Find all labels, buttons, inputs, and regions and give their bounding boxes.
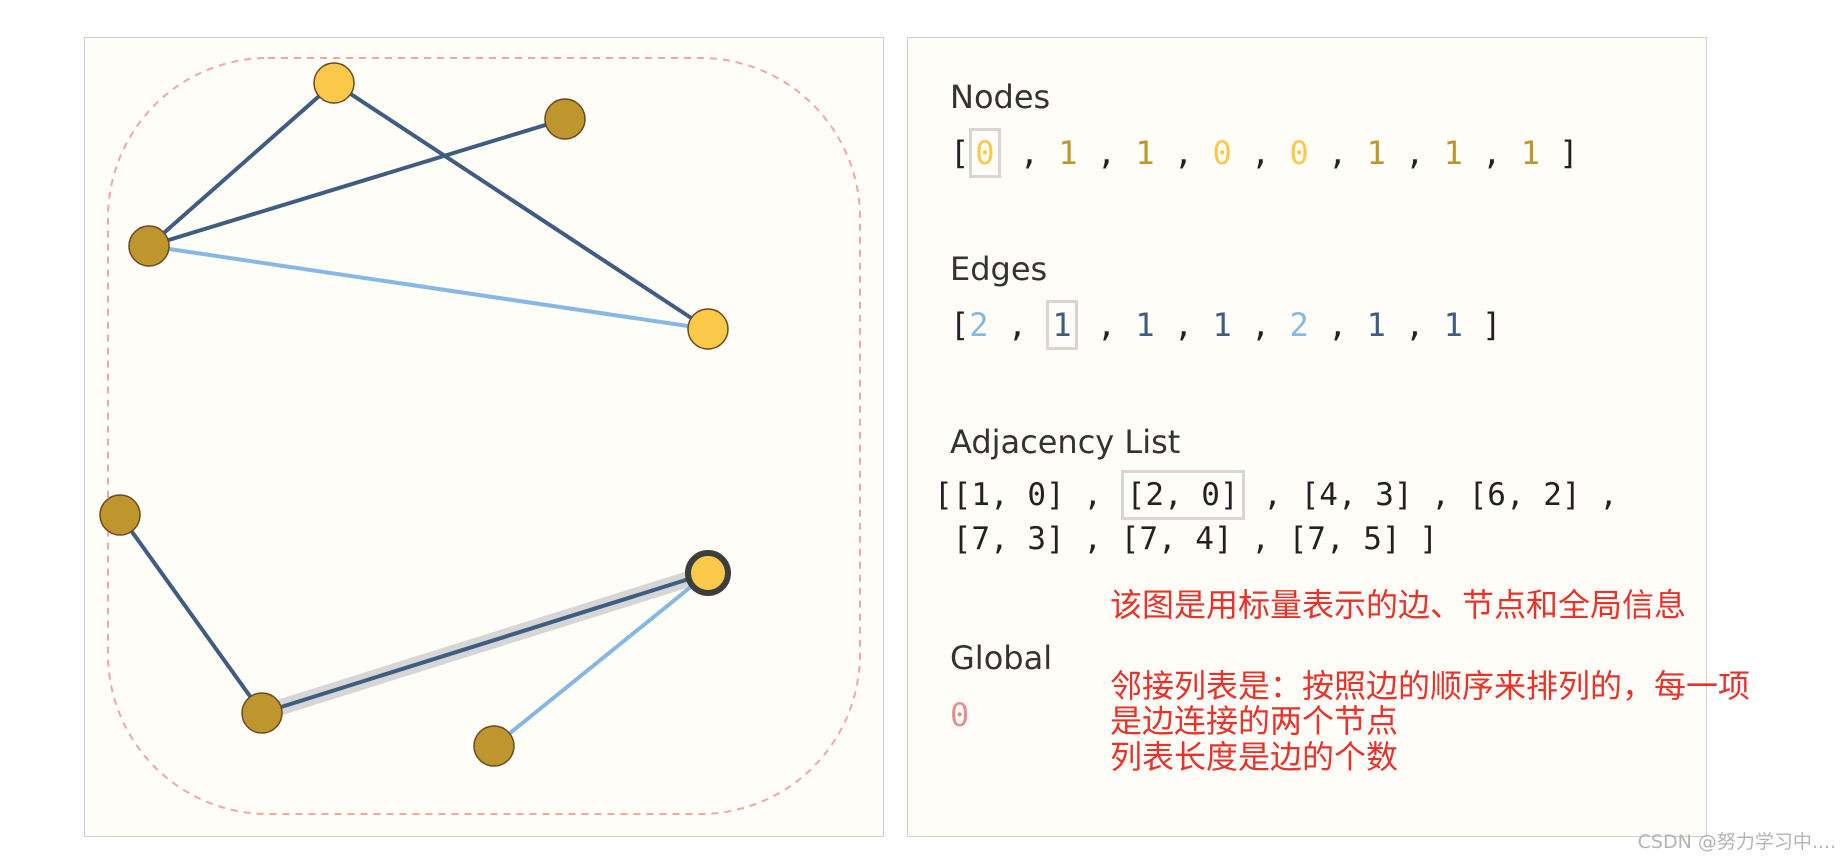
nodes-array-separator: ,: [1231, 134, 1290, 172]
edges-array-value: 1: [1366, 306, 1386, 344]
edges-array-value: 1: [1443, 306, 1463, 344]
edge-layer: [118, 81, 710, 748]
nodes-array-value: 1: [1520, 134, 1540, 172]
graph-canvas: [99, 57, 861, 815]
graph-edge-7-4: [147, 81, 336, 248]
edges-array-value: 2: [1289, 306, 1309, 344]
annotation-line-2: 邻接列表是：按照边的顺序来排列的，每一项: [1110, 667, 1751, 705]
graph-edge-6-2: [118, 513, 264, 715]
graph-node-3: [687, 308, 729, 350]
global-value: 0: [950, 696, 970, 734]
adjacency-list-separator: ,: [1580, 477, 1637, 513]
graph-node-2: [241, 692, 283, 734]
graph-edge-4-3: [332, 81, 710, 331]
nodes-array-value: 1: [1443, 134, 1463, 172]
nodes-array-value: 1: [1135, 134, 1155, 172]
node-layer: [99, 62, 731, 767]
edges-array-separator: ,: [988, 306, 1047, 344]
edges-array-separator: ,: [1308, 306, 1367, 344]
graph-node-5: [544, 98, 586, 140]
graph-node-4: [313, 62, 355, 104]
adjacency-title: Adjacency List: [950, 423, 1181, 461]
nodes-array-value: 1: [1058, 134, 1078, 172]
nodes-array-value: 0: [1289, 134, 1309, 172]
adjacency-pair: [7, 4]: [1120, 521, 1233, 557]
graph-node-6: [99, 494, 141, 536]
adjacency-list-close-bracket: ]: [1400, 521, 1438, 557]
nodes-array-value: 0: [1212, 134, 1232, 172]
edges-array-separator: ,: [1231, 306, 1290, 344]
graph-edge-7-5: [148, 117, 566, 248]
watermark: CSDN @努力学习中....: [1637, 831, 1836, 853]
graph-node-1: [473, 725, 515, 767]
nodes-title: Nodes: [950, 78, 1051, 116]
edges-title: Edges: [950, 250, 1048, 288]
graph-edge-2-0: [261, 571, 709, 715]
adjacency-list-indent: [934, 521, 953, 557]
adjacency-list-open-bracket: [: [934, 477, 953, 513]
edges-array-value: 1: [1135, 306, 1155, 344]
adjacency-list-separator: ,: [1412, 477, 1469, 513]
annotation-line-4: 列表长度是边的个数: [1110, 738, 1399, 776]
nodes-array-open-bracket: [: [950, 134, 970, 172]
edges-array: [2 , 1 , 1 , 1 , 2 , 1 , 1 ]: [950, 300, 1502, 350]
adjacency-pair: [7, 3]: [952, 521, 1065, 557]
nodes-array-separator: ,: [1385, 134, 1444, 172]
nodes-array-separator: ,: [1462, 134, 1521, 172]
nodes-array-separator: ,: [1077, 134, 1136, 172]
graph-edge-1-0: [492, 571, 710, 748]
graph-panel: [84, 37, 884, 837]
edges-array-separator: ,: [1154, 306, 1213, 344]
nodes-array-close-bracket: ]: [1539, 134, 1579, 172]
adjacency-pair: [4, 3]: [1300, 477, 1413, 513]
edges-array-close-bracket: ]: [1462, 306, 1502, 344]
adjacency-list-separator: ,: [1064, 477, 1121, 513]
edges-array-value: 1: [1046, 300, 1078, 350]
nodes-array-value: 1: [1366, 134, 1386, 172]
edges-array-value: 1: [1212, 306, 1232, 344]
info-panel: Nodes [0 , 1 , 1 , 0 , 0 , 1 , 1 , 1 ] E…: [907, 37, 1707, 837]
graph-boundary: [107, 57, 861, 815]
graph-node-7: [128, 225, 170, 267]
adjacency-pair: [1, 0]: [952, 477, 1065, 513]
adjacency-pair: [2, 0]: [1120, 470, 1245, 520]
nodes-array-separator: ,: [1000, 134, 1059, 172]
nodes-array-separator: ,: [1154, 134, 1213, 172]
adjacency-list-separator: ,: [1244, 477, 1301, 513]
edges-array-separator: ,: [1385, 306, 1444, 344]
edges-array-separator: ,: [1077, 306, 1136, 344]
adjacency-pair: [7, 5]: [1288, 521, 1401, 557]
edges-array-value: 2: [969, 306, 989, 344]
nodes-array-value: 0: [969, 128, 1001, 178]
nodes-array: [0 , 1 , 1 , 0 , 0 , 1 , 1 , 1 ]: [950, 128, 1579, 178]
graph-node-0: [685, 550, 731, 596]
adjacency-pair: [6, 2]: [1468, 477, 1581, 513]
adjacency-list-row-2: [7, 3] , [7, 4] , [7, 5] ]: [934, 519, 1438, 559]
nodes-array-separator: ,: [1308, 134, 1367, 172]
adjacency-list-row-1: [[1, 0] , [2, 0] , [4, 3] , [6, 2] ,: [934, 470, 1637, 520]
annotation-line-3: 是边连接的两个节点: [1110, 702, 1399, 740]
adjacency-list-separator: ,: [1064, 521, 1121, 557]
annotation-line-1: 该图是用标量表示的边、节点和全局信息: [1110, 586, 1687, 624]
edges-array-open-bracket: [: [950, 306, 970, 344]
adjacency-list-separator: ,: [1232, 521, 1289, 557]
global-title: Global: [950, 639, 1053, 677]
graph-edge-7-3: [148, 244, 709, 331]
